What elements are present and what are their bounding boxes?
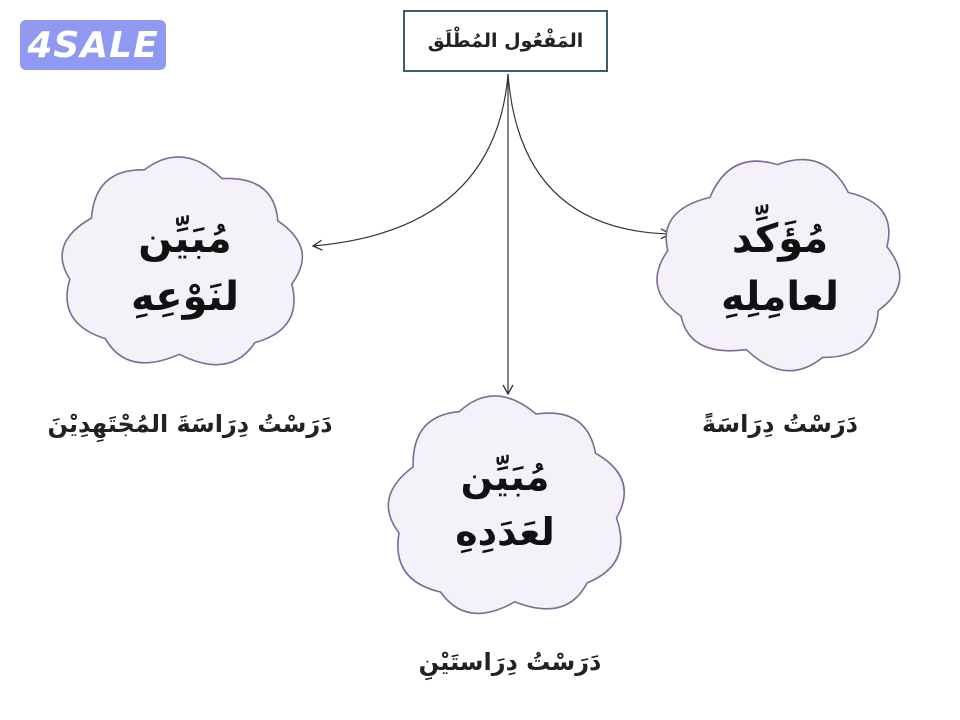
watermark-logo: 4SALE [20,20,166,70]
cloud-center-line2: لعَدَدِهِ [455,510,555,555]
cloud-center-text: مُبَيِّن لعَدَدِهِ [400,450,610,560]
cloud-right-shape [656,158,901,372]
connector-to-right [507,73,672,240]
cloud-center-line1: مُبَيِّن [460,455,550,499]
cloud-left-line1: مُبَيِّن [138,216,232,262]
connector-to-left [311,73,509,251]
cloud-center-shape [387,395,625,615]
example-left: دَرَسْتُ دِرَاسَةَ المُجْتَهِدِيْنَ [47,410,333,438]
cloud-right-line1: مُؤَكِّد [731,216,829,262]
cloud-left-line2: لنَوْعِهِ [130,274,239,320]
cloud-left-text: مُبَيِّن لنَوْعِهِ [80,210,290,326]
cloud-left-shape [61,156,304,366]
root-concept-box: المَفْعُول المُطْلَق [403,10,608,72]
cloud-right-line2: لعامِلِهِ [721,274,839,320]
example-right: دَرَسْتُ دِرَاسَةً [701,410,858,438]
example-center: دَرَسْتُ دِرَاستَيْنِ [418,648,602,676]
cloud-right-text: مُؤَكِّد لعامِلِهِ [670,210,890,326]
